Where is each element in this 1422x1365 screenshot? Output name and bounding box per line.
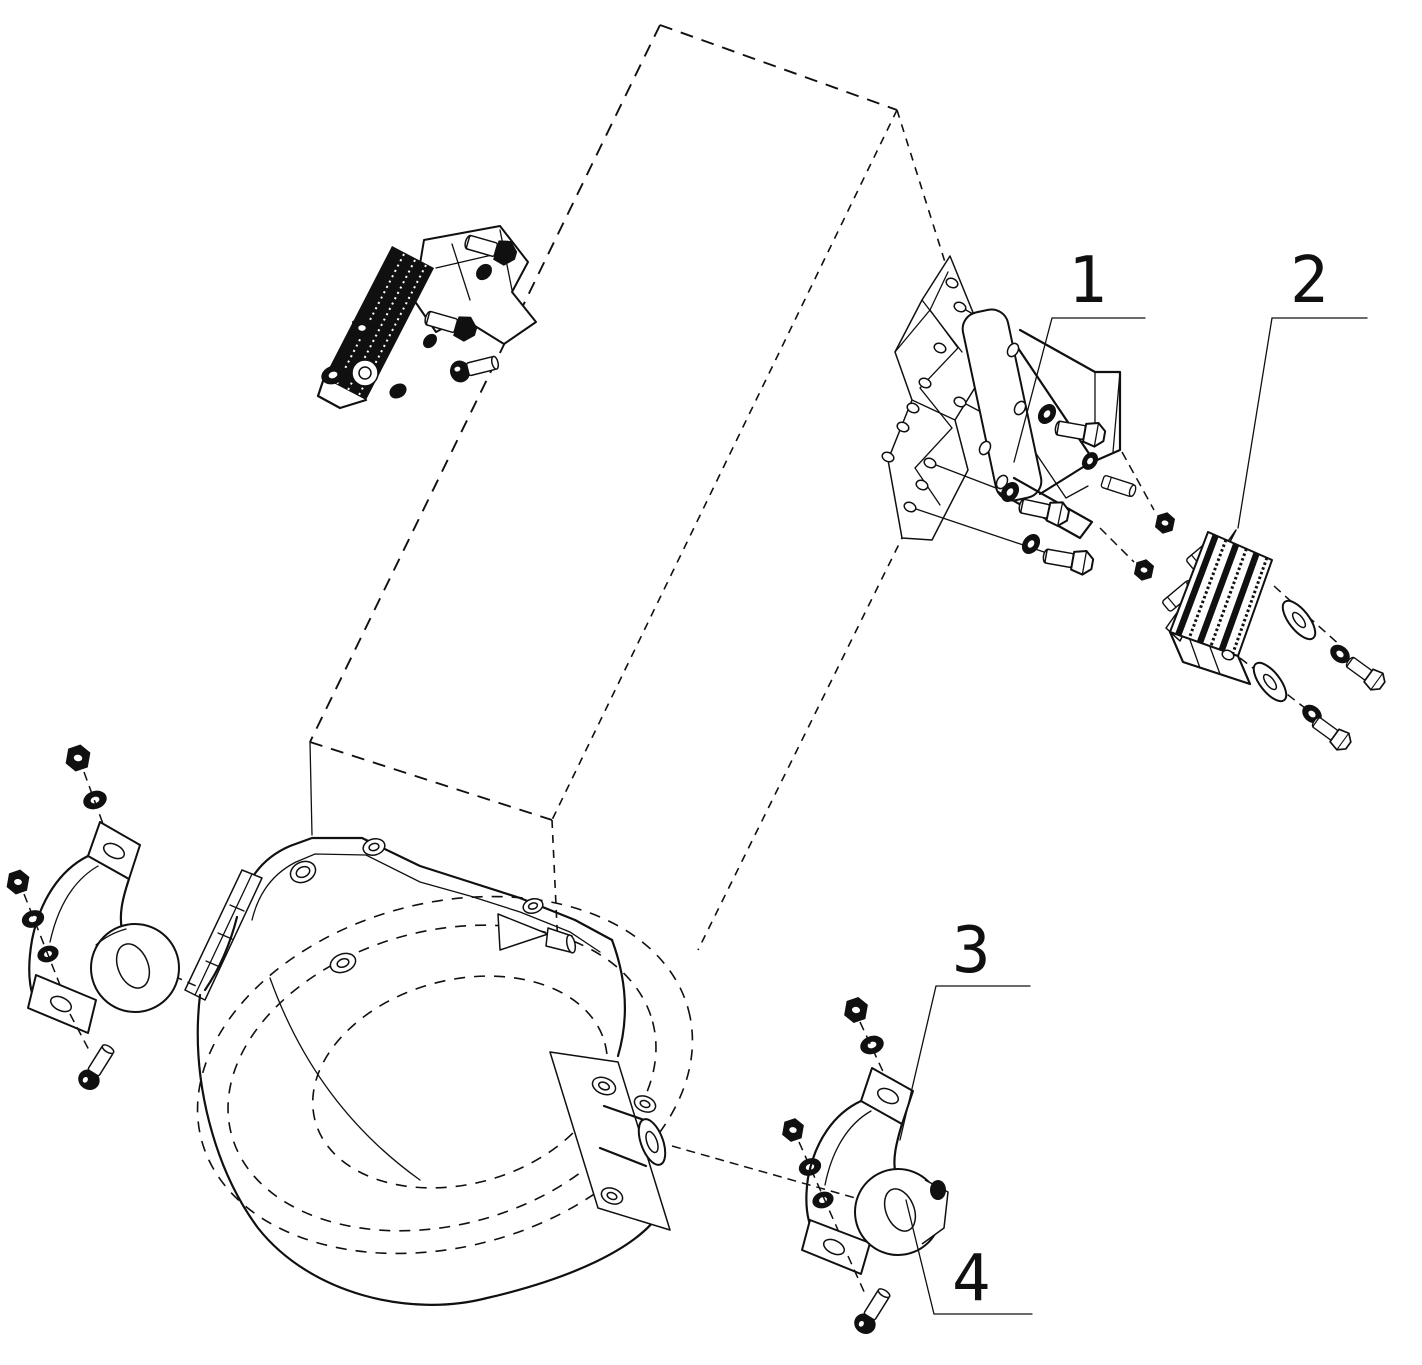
mount-washer-ring bbox=[351, 359, 379, 387]
bell-housing bbox=[159, 836, 881, 1306]
left-mount-bolt bbox=[73, 1040, 120, 1095]
left-mount-bracket bbox=[27, 821, 141, 1034]
pad-stud-nut-2 bbox=[1132, 557, 1156, 583]
callout-4-leader bbox=[905, 1199, 1033, 1315]
right-mount-bolt bbox=[849, 1284, 896, 1339]
mount-bolt-bottom bbox=[446, 350, 502, 386]
front-mount-bracket bbox=[961, 308, 1155, 577]
callout-1-label[interactable]: 1 bbox=[1068, 244, 1107, 318]
housing-bore-arc bbox=[269, 977, 421, 1181]
mount-rubber-pad-dark bbox=[316, 246, 434, 410]
right-mount-axis-2 bbox=[798, 1141, 839, 1231]
housing-left-arm bbox=[184, 869, 263, 1001]
callout-1-leader bbox=[1013, 317, 1146, 463]
left-mount-bolt-axis bbox=[69, 1013, 91, 1053]
bracket-bolt-1 bbox=[1052, 414, 1108, 449]
mount-washer-b bbox=[423, 333, 437, 349]
right-mount-bolt-axis bbox=[847, 1255, 867, 1297]
left-mount-nut-2 bbox=[5, 867, 31, 897]
right-mount-nut-1 bbox=[843, 995, 869, 1025]
right-side-mount bbox=[781, 995, 949, 1339]
callout-2-leader bbox=[1237, 317, 1368, 529]
pad-washer-white-1 bbox=[1275, 594, 1323, 646]
callout-3-label[interactable]: 3 bbox=[952, 914, 991, 988]
housing-right-edge bbox=[610, 938, 626, 1058]
left-mount-bushing bbox=[90, 923, 180, 1013]
housing-outer-arc bbox=[196, 993, 664, 1306]
bracket-flange-holes bbox=[978, 342, 1027, 490]
mount-washer-c bbox=[389, 383, 407, 399]
right-mount-washer-1 bbox=[857, 1032, 887, 1058]
left-mount-axis-2 bbox=[23, 893, 61, 986]
bracket-bolt-3 bbox=[1040, 542, 1096, 577]
housing-hidden-circles bbox=[196, 895, 694, 1255]
callout-4[interactable]: 4 bbox=[905, 1199, 1033, 1316]
assembled-mount-unit bbox=[316, 225, 537, 410]
output-flange bbox=[549, 1051, 671, 1231]
housing-left-edge bbox=[203, 915, 239, 992]
bracket-bolt-2 bbox=[1016, 492, 1072, 529]
callout-2-label[interactable]: 2 bbox=[1290, 244, 1329, 318]
left-side-mount bbox=[5, 742, 180, 1095]
right-mount-washer-3 bbox=[810, 1188, 836, 1212]
mount-washer-a bbox=[476, 263, 492, 281]
right-mount-nut-2 bbox=[781, 1116, 805, 1144]
callout-3[interactable]: 3 bbox=[899, 914, 1031, 1141]
right-mount-axis-1 bbox=[859, 1021, 887, 1079]
left-mount-nut-1 bbox=[64, 742, 92, 774]
engine-block-outline bbox=[309, 24, 951, 951]
side-mount-bushing bbox=[854, 1168, 949, 1256]
callout-2[interactable]: 2 bbox=[1237, 244, 1368, 529]
pad-stud-nut-1 bbox=[1153, 510, 1177, 536]
bracket-stud bbox=[1099, 474, 1138, 499]
output-shaft bbox=[598, 1104, 667, 1168]
pad-washer-white-2 bbox=[1246, 656, 1294, 708]
front-mount-rubber-pad bbox=[1132, 510, 1390, 755]
side-mount-bracket bbox=[801, 1067, 914, 1275]
callout-1[interactable]: 1 bbox=[1013, 244, 1146, 463]
bracket-washer-4 bbox=[1078, 449, 1102, 473]
shaft-to-mount-axis bbox=[671, 1145, 881, 1206]
housing-breather-cone bbox=[497, 913, 577, 954]
left-mount-axis-1 bbox=[83, 771, 107, 833]
bracket-to-pad-axes bbox=[1099, 451, 1155, 563]
housing-top-flange bbox=[235, 836, 614, 974]
callout-3-leader bbox=[899, 985, 1031, 1141]
left-mount-washer-2 bbox=[19, 907, 47, 931]
pad-ribbed-block bbox=[1168, 531, 1273, 686]
callout-4-label[interactable]: 4 bbox=[952, 1242, 991, 1316]
